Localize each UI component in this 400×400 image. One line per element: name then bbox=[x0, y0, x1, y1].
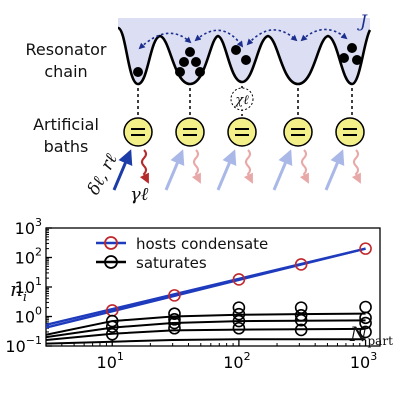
particle bbox=[185, 47, 195, 57]
data-marker bbox=[105, 327, 119, 341]
series-line bbox=[46, 338, 366, 345]
bath bbox=[227, 117, 257, 147]
loss-arrows bbox=[139, 149, 361, 184]
chain-label-line2: chain bbox=[44, 62, 87, 81]
particle bbox=[352, 55, 362, 65]
pump-arrow bbox=[112, 149, 133, 191]
pump-arrow bbox=[324, 149, 345, 191]
series-line bbox=[46, 319, 366, 339]
pump-arrows bbox=[112, 149, 345, 191]
data-marker bbox=[232, 314, 246, 328]
baths-label-line1: Artificial bbox=[33, 115, 99, 134]
pump-arrow bbox=[164, 149, 185, 191]
schematic: Resonator chain Artificial baths J bbox=[26, 12, 372, 205]
coupling-symbol: J bbox=[357, 12, 368, 32]
data-marker bbox=[294, 301, 308, 314]
x-tick-label: 102 bbox=[223, 350, 250, 372]
hop-arrow-1 bbox=[138, 32, 192, 50]
data-marker bbox=[232, 321, 246, 335]
particles bbox=[133, 43, 362, 77]
axis-ticks bbox=[46, 227, 367, 347]
legend-marker-saturates bbox=[104, 255, 118, 269]
y-axis-label-sub: i bbox=[23, 290, 27, 305]
series-layer bbox=[46, 247, 366, 345]
loss-arrow bbox=[139, 149, 149, 184]
y-axis-label: ni bbox=[10, 277, 27, 305]
data-marker bbox=[105, 320, 119, 334]
particle bbox=[347, 43, 357, 53]
hopping-arrows bbox=[138, 28, 348, 50]
interaction-bubble bbox=[230, 87, 254, 111]
data-marker bbox=[232, 307, 246, 321]
particle bbox=[133, 67, 143, 77]
data-marker bbox=[168, 321, 181, 335]
data-marker bbox=[105, 314, 119, 328]
x-axis-label-base: N bbox=[349, 322, 369, 346]
legend-label-saturates: saturates bbox=[136, 254, 207, 272]
y-tick-label: 102 bbox=[15, 246, 42, 268]
data-marker bbox=[294, 323, 308, 337]
hop-arrow-2 bbox=[194, 29, 244, 48]
bath bbox=[175, 117, 205, 147]
data-marker bbox=[168, 316, 181, 330]
x-tick-label: 101 bbox=[97, 350, 124, 372]
legend-label-condensate: hosts condensate bbox=[136, 235, 268, 253]
particle bbox=[339, 53, 349, 63]
loss-arrow bbox=[243, 149, 253, 184]
pump-arrow bbox=[272, 149, 293, 191]
y-tick-label: 103 bbox=[15, 216, 42, 238]
series-line bbox=[46, 312, 366, 336]
baths-label-line2: baths bbox=[44, 137, 89, 156]
marker-layer bbox=[105, 242, 372, 341]
baths bbox=[123, 117, 365, 147]
particle bbox=[231, 45, 241, 55]
data-marker bbox=[359, 242, 372, 255]
y-tick-label: 10−1 bbox=[5, 334, 42, 356]
data-marker bbox=[359, 316, 372, 330]
data-marker bbox=[232, 273, 246, 286]
y-tick-label: 100 bbox=[15, 305, 42, 327]
legend-marker-condensate bbox=[104, 236, 118, 250]
pump-arrow bbox=[216, 149, 237, 191]
particle bbox=[191, 57, 201, 67]
series-line bbox=[46, 327, 366, 341]
data-marker bbox=[232, 301, 246, 314]
data-marker bbox=[168, 289, 181, 302]
data-marker bbox=[168, 313, 181, 326]
chain-potential-fill bbox=[118, 18, 370, 84]
pump-symbols: δℓ, rℓ bbox=[84, 151, 122, 199]
loss-symbol: γℓ bbox=[130, 184, 149, 205]
x-axis-label-sub: part bbox=[368, 334, 394, 348]
loss-arrow bbox=[351, 149, 361, 184]
bath bbox=[283, 117, 313, 147]
x-tick-label: 103 bbox=[350, 350, 377, 372]
loss-arrow bbox=[299, 149, 309, 184]
legend: hosts condensate saturates bbox=[96, 235, 268, 272]
chain-label-line1: Resonator bbox=[26, 40, 107, 59]
data-marker bbox=[359, 325, 372, 339]
particle bbox=[195, 67, 205, 77]
bath bbox=[123, 117, 153, 147]
data-marker bbox=[294, 258, 308, 271]
x-axis-label: Npart bbox=[349, 322, 393, 348]
data-marker bbox=[359, 300, 372, 314]
plot: 101 102 103 10−1 100 101 102 103 ni Npart hosts… bbox=[5, 216, 393, 372]
y-tick-label: 101 bbox=[15, 275, 42, 297]
tick-labels: 101 102 103 10−1 100 101 102 103 bbox=[5, 216, 377, 372]
particle bbox=[175, 67, 185, 77]
data-marker bbox=[294, 313, 308, 327]
interaction-symbol: χℓ bbox=[234, 93, 249, 108]
data-marker bbox=[294, 308, 308, 322]
particle bbox=[241, 55, 251, 65]
loss-arrow bbox=[191, 149, 201, 184]
y-axis-label-base: n bbox=[10, 277, 23, 301]
particle bbox=[179, 57, 189, 67]
bath bbox=[335, 117, 365, 147]
data-marker bbox=[168, 307, 181, 320]
hop-arrow-3 bbox=[246, 29, 298, 46]
series-line bbox=[46, 247, 366, 327]
